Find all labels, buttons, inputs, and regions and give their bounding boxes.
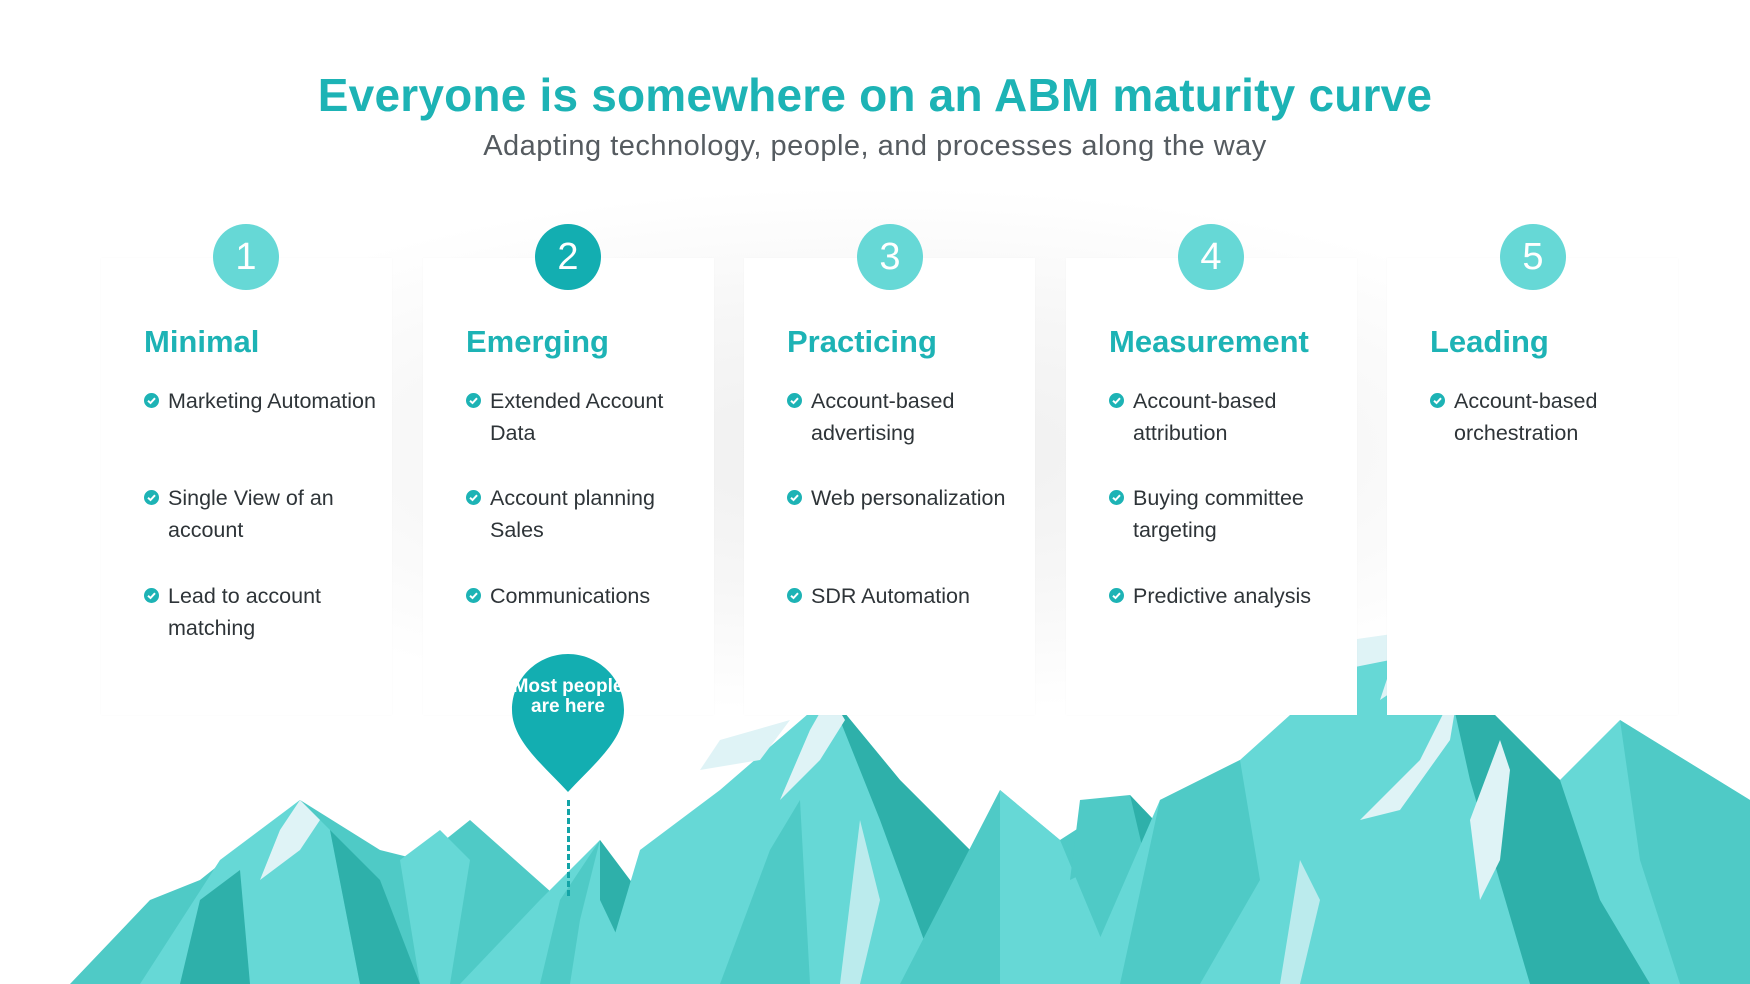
list-item-label: Account-based attribution [1133,389,1277,445]
list-item: Marketing Automation [144,385,384,417]
stage-title: Minimal [144,324,260,359]
list-item: Account-based advertising [787,385,1027,449]
check-icon [787,490,802,505]
stage-title: Practicing [787,324,937,359]
list-item: Account-based orchestration [1430,385,1670,449]
location-pin-icon [512,654,624,792]
stage-number-badge: 1 [213,224,279,290]
stage-card-5 [1387,258,1678,715]
list-item: Account-based attribution [1109,385,1349,449]
stage-card-4 [1066,258,1357,715]
stage-card-2 [423,258,714,715]
page-title: Everyone is somewhere on an ABM maturity… [317,69,1433,121]
list-item: Web personalization [787,482,1027,514]
page-subtitle: Adapting technology, people, and process… [483,130,1267,162]
check-icon [144,490,159,505]
check-icon [144,588,159,603]
stage-card-3 [744,258,1035,715]
check-icon [787,393,802,408]
check-icon [1109,393,1124,408]
marker-label: Most people are here [512,676,624,717]
list-item-label: SDR Automation [811,584,970,608]
list-item-label: Predictive analysis [1133,584,1312,608]
list-item: SDR Automation [787,580,1027,612]
list-item: Communications [466,580,706,612]
list-item-label: Marketing Automation [168,389,376,413]
check-icon [1430,393,1445,408]
list-item-label: Extended Account Data [490,389,664,445]
list-item-label: Account-based orchestration [1454,389,1598,445]
stage-number-badge: 2 [535,224,601,290]
stage-card-1 [101,258,392,715]
stage-title: Measurement [1109,324,1309,359]
list-item-label: Account-based advertising [811,389,955,445]
list-item: Buying committee targeting [1109,482,1349,546]
list-item-label: Communications [490,584,651,608]
check-icon [1109,588,1124,603]
list-item-label: Web personalization [811,486,1006,510]
stage-title: Emerging [466,324,609,359]
list-item-label: Lead to account matching [168,584,322,640]
marker-dashed-line [567,800,570,896]
list-item-label: Buying committee targeting [1133,486,1304,542]
stage-number-badge: 4 [1178,224,1244,290]
check-icon [787,588,802,603]
list-item: Single View of an account [144,482,384,546]
check-icon [144,393,159,408]
list-item: Predictive analysis [1109,580,1349,612]
list-item-label: Account planning Sales [490,486,655,542]
check-icon [466,490,481,505]
list-item: Extended Account Data [466,385,706,449]
check-icon [1109,490,1124,505]
stage-title: Leading [1430,324,1549,359]
list-item: Account planning Sales [466,482,706,546]
stage-number-badge: 3 [857,224,923,290]
list-item: Lead to account matching [144,580,384,644]
check-icon [466,588,481,603]
stage-number-badge: 5 [1500,224,1566,290]
list-item-label: Single View of an account [168,486,334,542]
check-icon [466,393,481,408]
